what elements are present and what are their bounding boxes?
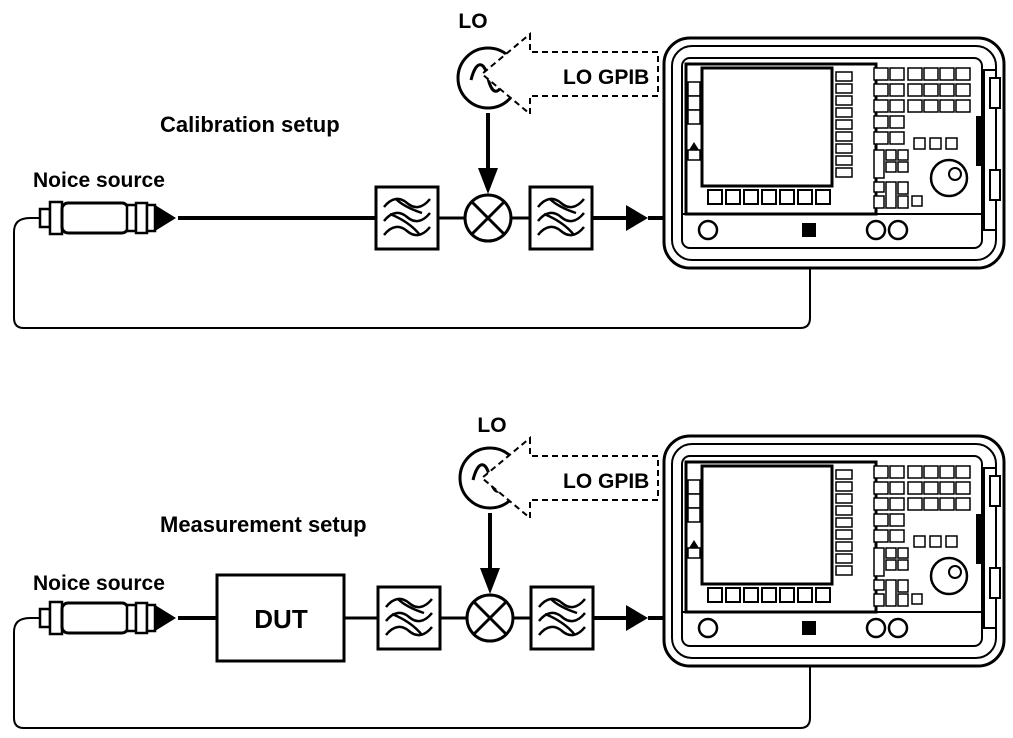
measurement-title: Measurement setup: [160, 512, 367, 537]
measurement-setup: LO Measurement setup Noice source DUT LO…: [13, 414, 1006, 729]
gpib-label: LO GPIB: [563, 66, 649, 89]
mixer-icon: [465, 593, 515, 643]
bandpass-filter-icon: [529, 585, 595, 651]
noise-source-icon: [38, 200, 178, 236]
lo-label: LO: [477, 414, 506, 437]
lo-arrow-icon: [478, 168, 498, 194]
gpib-label: LO GPIB: [563, 470, 649, 493]
noise-source-label: Noice source: [33, 572, 165, 595]
noise-figure-analyzer-icon: [662, 36, 1006, 270]
noise-source-icon: [38, 600, 178, 636]
noise-figure-analyzer-icon: [662, 434, 1006, 668]
lo-arrow-icon: [480, 568, 500, 594]
noise-source-cable: [13, 617, 811, 729]
calibration-title: Calibration setup: [160, 112, 340, 137]
bandpass-filter-icon: [374, 185, 440, 251]
noise-source-label: Noice source: [33, 169, 165, 192]
noise-source-cable: [13, 217, 811, 329]
dut-box: [215, 573, 346, 663]
mixer-icon: [463, 193, 513, 243]
signal-arrow-icon: [626, 205, 648, 231]
bandpass-filter-icon: [528, 185, 594, 251]
lo-label: LO: [458, 10, 487, 33]
signal-arrow-icon: [626, 605, 648, 631]
dut-label: DUT: [254, 604, 308, 634]
calibration-setup: LO Calibration setup Noice source LO GPI…: [13, 10, 1006, 329]
bandpass-filter-icon: [376, 585, 442, 651]
